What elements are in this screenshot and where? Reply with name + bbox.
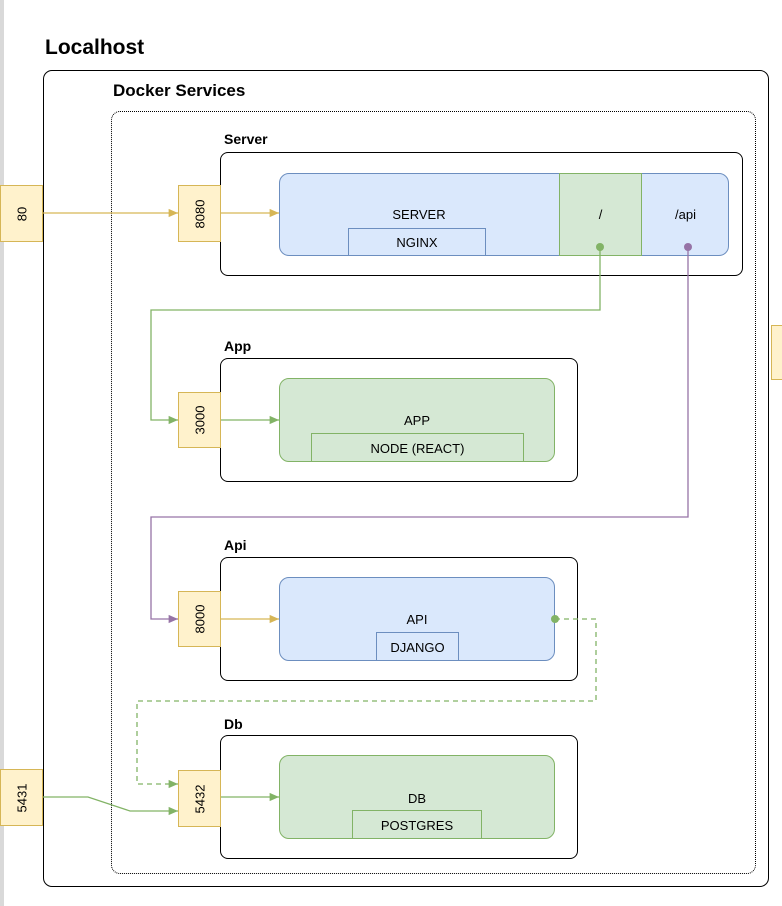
docker-services-container [111,111,756,874]
port-db-5432: 5432 [178,770,221,827]
port-host-5431: 5431 [0,769,43,826]
api-node [279,577,555,661]
edge-root-to-app [150,247,601,425]
route-root-port-dot [596,243,604,251]
docker-services-label: Docker Services [113,81,246,100]
edge-api-route-to-api [150,247,689,624]
server-node-label: SERVER [392,207,446,222]
group-label-app: App [224,338,252,354]
route-api-port-dot [684,243,692,251]
port-offscreen-right [771,325,782,380]
port-server-8080: 8080 [178,185,221,242]
port-db-5432-label: 5432 [192,784,207,813]
api-node-label: API [406,611,428,627]
localhost-container [43,70,769,887]
group-label-server: Server [224,131,268,147]
group-label-api: Api [224,537,247,553]
port-api-8000-label: 8000 [192,604,207,634]
group-label-db: Db [224,716,243,732]
app-node [279,378,555,462]
port-app-3000: 3000 [178,392,221,448]
server-tech-label: NGINX [348,228,486,256]
route-root-cell: / [559,173,642,256]
db-tech-label: POSTGRES [352,810,482,839]
port-host-5431-label: 5431 [14,783,29,812]
diagram-title: Localhost [45,36,145,59]
port-host-80-label: 80 [14,206,29,221]
db-node-label: DB [407,790,427,806]
app-tech-label: NODE (REACT) [311,433,524,462]
port-host-80: 80 [0,185,43,242]
port-server-8080-label: 8080 [192,199,207,228]
db-node [279,755,555,839]
server-node [279,173,729,256]
api-out-port-dot [551,615,559,623]
left-edge [0,0,4,906]
edge-api-to-db [136,618,597,789]
edge-5431-to-5432 [43,796,178,816]
port-app-3000-label: 3000 [192,405,207,435]
api-tech-label: DJANGO [376,632,459,661]
route-api-cell: /api [675,207,696,222]
app-node-label: APP [403,412,430,428]
port-api-8000: 8000 [178,591,221,647]
